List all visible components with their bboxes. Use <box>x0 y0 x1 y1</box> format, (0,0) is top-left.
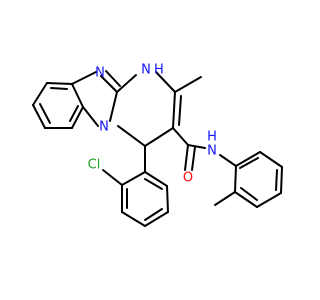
amide-nitrogen-label: N <box>207 144 217 159</box>
nh-nitrogen-label: N <box>141 63 151 78</box>
nh-hydrogen-label: H <box>154 63 164 78</box>
bonds <box>32 70 283 227</box>
atom-labels: N N H N N H O Cl <box>88 63 217 186</box>
imine-nitrogen-label: N <box>95 66 105 81</box>
amide-hydrogen-label: H <box>207 130 217 145</box>
oxygen-label: O <box>183 171 193 186</box>
chlorine-label: Cl <box>88 158 101 173</box>
ring-nitrogen-label: N <box>99 120 109 135</box>
molecule-diagram: N N H N N H O Cl <box>32 63 283 227</box>
